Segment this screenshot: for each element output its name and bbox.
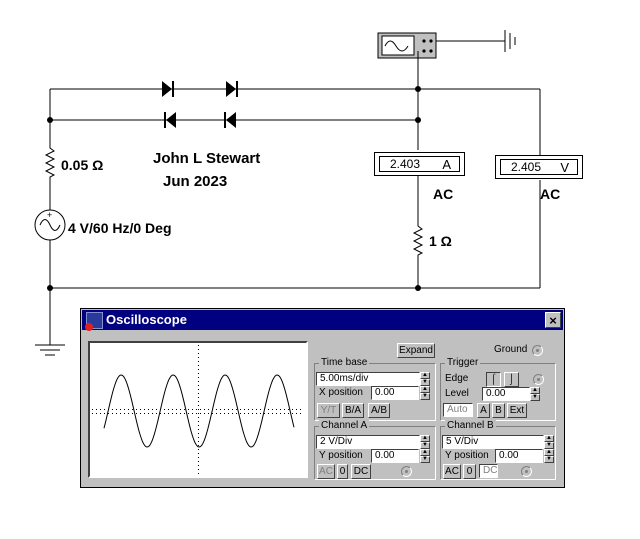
falling-edge-icon[interactable]: ⌡ (504, 372, 519, 387)
ammeter-unit: A (442, 157, 451, 172)
channel-a-radio-icon[interactable] (401, 466, 412, 477)
voltmeter-unit: V (560, 160, 569, 175)
oscilloscope-window: Oscilloscope × Expand Ground Time base 5… (80, 308, 565, 488)
level-spinner[interactable]: ▲▼ (530, 387, 540, 401)
voltmeter-value: 2.405 (511, 160, 542, 174)
channel-a-waveform (103, 374, 295, 448)
xpos-label: X position (319, 387, 363, 398)
diode-icon (164, 112, 176, 128)
channel-b-ypos-field[interactable]: 0.00 (495, 449, 543, 463)
diode-icon (162, 81, 174, 97)
trigger-ext-button[interactable]: Ext (507, 403, 527, 418)
channel-a-zero-button[interactable]: 0 (337, 464, 348, 479)
channel-b-group: Channel B 5 V/Div ▲▼ Y position 0.00 ▲▼ … (440, 420, 556, 480)
oscilloscope-icon (85, 312, 103, 331)
trigger-auto-button[interactable]: Auto (443, 403, 473, 417)
trigger-group: Trigger Edge ⌠ ⌡ Level 0.00 ▲▼ Auto A B … (440, 357, 556, 421)
channel-a-scale-field[interactable]: 2 V/Div (316, 435, 420, 449)
diode-icon (226, 81, 238, 97)
trigger-label: Trigger (445, 357, 481, 368)
voltmeter-mode: AC (540, 186, 561, 202)
trigger-a-button[interactable]: A (477, 403, 490, 418)
channel-a-ypos-label: Y position (319, 450, 363, 461)
source-resistance-label: 0.05 Ω (61, 157, 104, 173)
channel-b-scale-field[interactable]: 5 V/Div (442, 435, 544, 449)
ammeter[interactable]: 2.403 A (374, 152, 465, 176)
source-parameters-label: 4 V/60 Hz/0 Deg (68, 220, 172, 236)
edge-radio-icon[interactable] (533, 374, 544, 385)
scope-display (88, 341, 308, 478)
trigger-b-button[interactable]: B (492, 403, 505, 418)
channel-a-ypos-spinner[interactable]: ▲▼ (420, 449, 430, 463)
window-titlebar[interactable]: Oscilloscope × (82, 310, 563, 331)
expand-button[interactable]: Expand (397, 343, 435, 358)
mode-ab-button[interactable]: A/B (368, 403, 390, 418)
xpos-spinner[interactable]: ▲▼ (420, 386, 430, 400)
edge-label: Edge (445, 373, 469, 384)
channel-a-scale-spinner[interactable]: ▲▼ (420, 435, 430, 449)
ac-source-icon: + (34, 209, 66, 241)
channel-a-ypos-field[interactable]: 0.00 (371, 449, 419, 463)
ammeter-value: 2.403 (390, 157, 421, 171)
channel-a-ac-button[interactable]: AC (317, 464, 335, 479)
resistor-icon (44, 145, 56, 180)
ground-radio-icon[interactable] (532, 345, 543, 356)
timebase-label: Time base (319, 357, 370, 368)
xpos-field[interactable]: 0.00 (371, 386, 419, 400)
mode-ba-button[interactable]: B/A (342, 403, 364, 418)
battery-icon (504, 30, 516, 52)
resistor-icon (412, 222, 424, 258)
mode-yt-button[interactable]: Y/T (317, 403, 340, 418)
channel-a-label: Channel A (319, 420, 370, 431)
close-icon[interactable]: × (545, 312, 561, 328)
ground-label: Ground (494, 344, 528, 355)
channel-b-label: Channel B (445, 420, 496, 431)
channel-b-radio-icon[interactable] (521, 466, 532, 477)
diode-icon (224, 112, 236, 128)
svg-text:+: + (47, 210, 52, 220)
timebase-field[interactable]: 5.00ms/div (316, 372, 420, 386)
load-resistance-label: 1 Ω (429, 233, 452, 249)
waveform-plot (92, 345, 301, 474)
channel-b-ypos-label: Y position (445, 450, 489, 461)
timebase-spinner[interactable]: ▲▼ (420, 372, 430, 386)
author-name: John L Stewart (153, 150, 261, 167)
oscilloscope-icon[interactable] (377, 32, 437, 59)
channel-a-group: Channel A 2 V/Div ▲▼ Y position 0.00 ▲▼ … (314, 420, 436, 480)
rising-edge-icon[interactable]: ⌠ (486, 372, 501, 387)
ground-icon (35, 344, 65, 356)
level-label: Level (445, 388, 469, 399)
author-date: Jun 2023 (163, 173, 228, 190)
voltmeter[interactable]: 2.405 V (495, 155, 583, 179)
timebase-group: Time base 5.00ms/div ▲▼ X position 0.00 … (314, 357, 436, 421)
level-field[interactable]: 0.00 (482, 387, 530, 401)
channel-b-ac-button[interactable]: AC (443, 464, 461, 479)
channel-b-zero-button[interactable]: 0 (463, 464, 476, 479)
channel-a-dc-button[interactable]: DC (351, 464, 371, 479)
channel-b-dc-button[interactable]: DC (479, 464, 498, 478)
channel-b-scale-spinner[interactable]: ▲▼ (544, 435, 554, 449)
ammeter-mode: AC (433, 186, 454, 202)
window-title: Oscilloscope (106, 312, 187, 327)
channel-b-ypos-spinner[interactable]: ▲▼ (544, 449, 554, 463)
